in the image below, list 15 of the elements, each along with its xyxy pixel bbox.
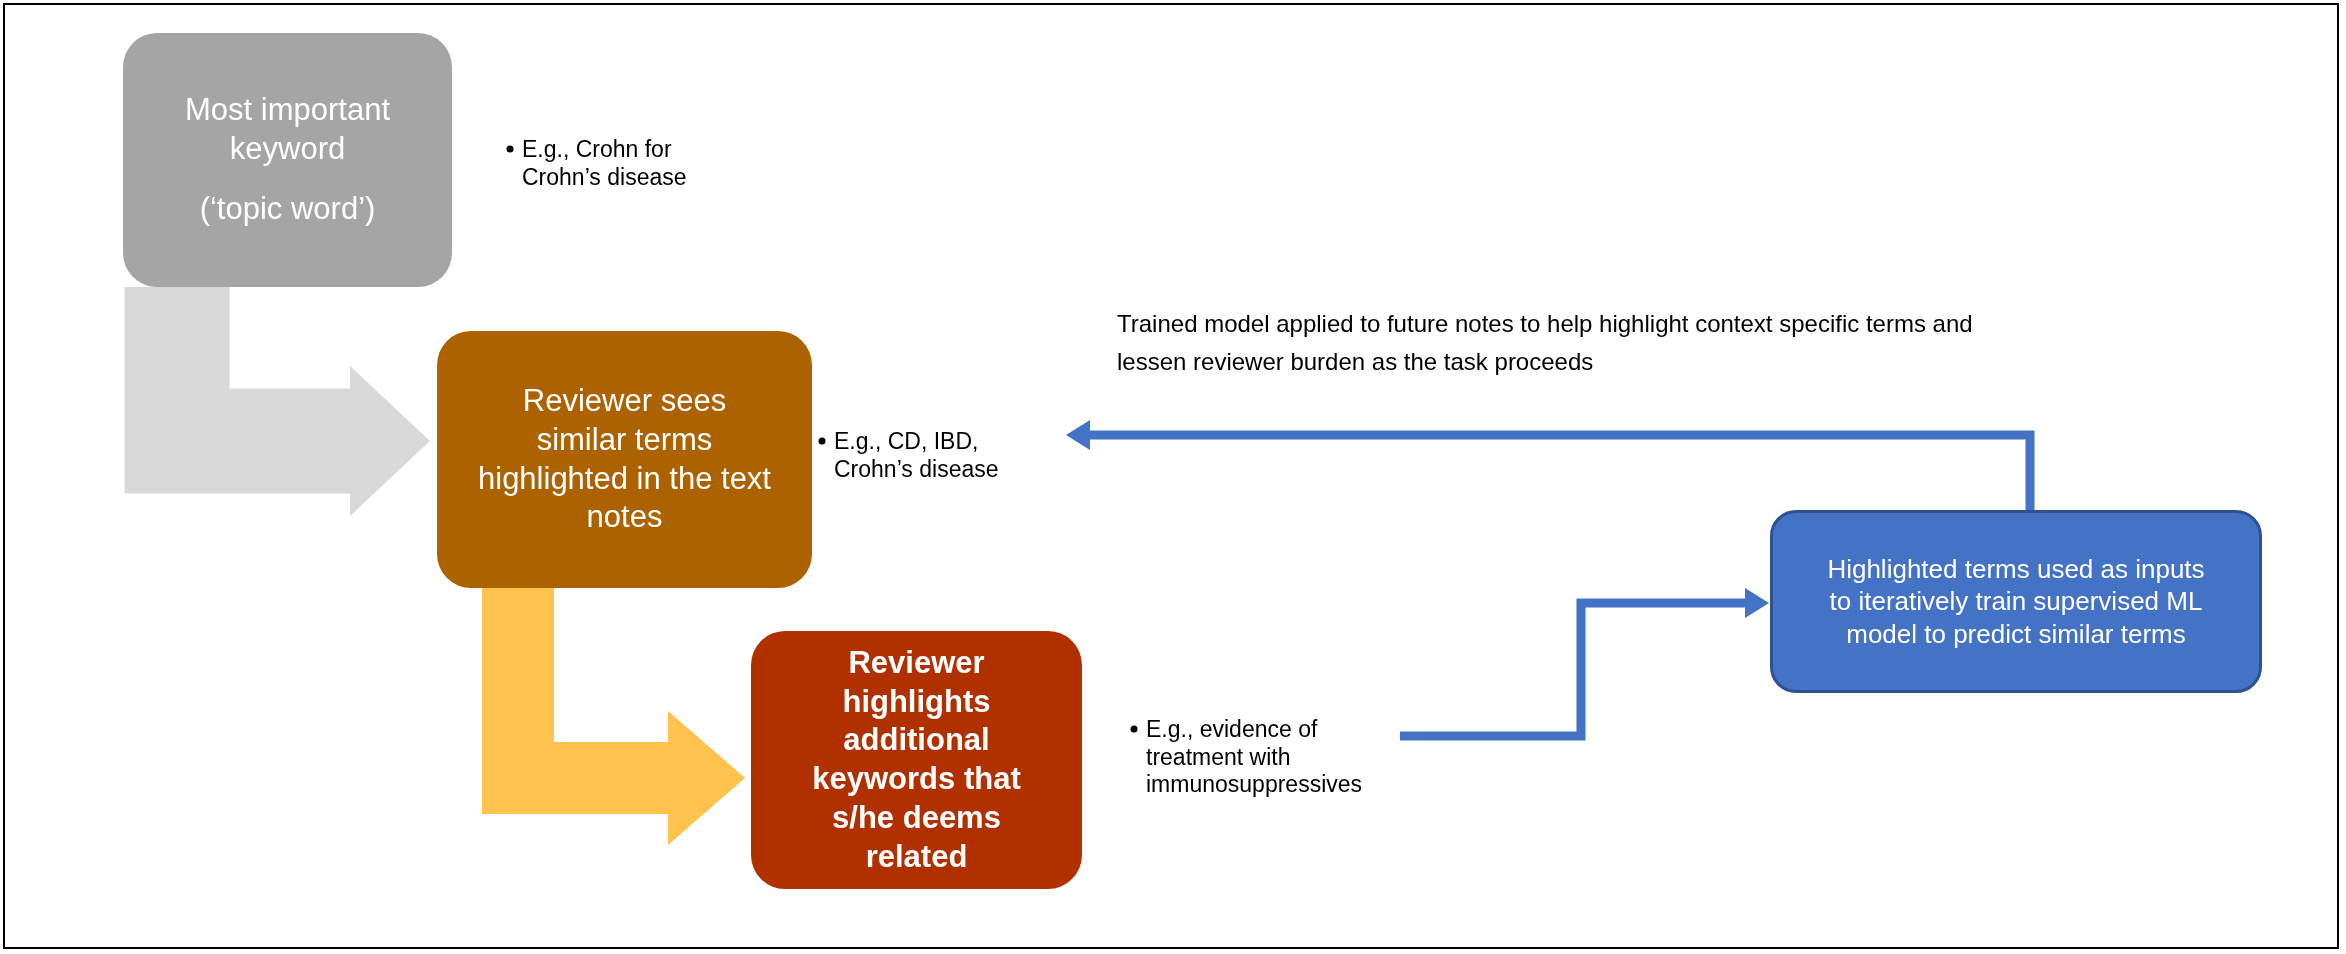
arrow <box>1066 420 2035 510</box>
example-note: E.g., CD, IBD, Crohn’s disease <box>834 428 1000 484</box>
model-box <box>1770 510 2262 693</box>
process-box <box>437 331 812 588</box>
box-title: Highlighted terms used as inputs to iteratively train supervised ML model to predict similar terms <box>1826 552 2206 651</box>
box-title: Most important keyword <box>184 90 391 168</box>
keyword-box <box>123 33 452 287</box>
box-title: Reviewer sees similar terms highlighted in the text notes <box>477 382 772 537</box>
example-note: E.g., Crohn for Crohn’s disease <box>522 136 688 192</box>
box-subtitle: (‘topic word’) <box>199 190 376 229</box>
arrow <box>1400 588 1769 741</box>
bent-arrow <box>482 588 745 845</box>
example-note: E.g., evidence of treatment with immunosuppressives <box>1146 716 1364 799</box>
process-box <box>751 631 1082 889</box>
box-title: Reviewer highlights additional keywords that s/he deems related <box>811 643 1022 876</box>
